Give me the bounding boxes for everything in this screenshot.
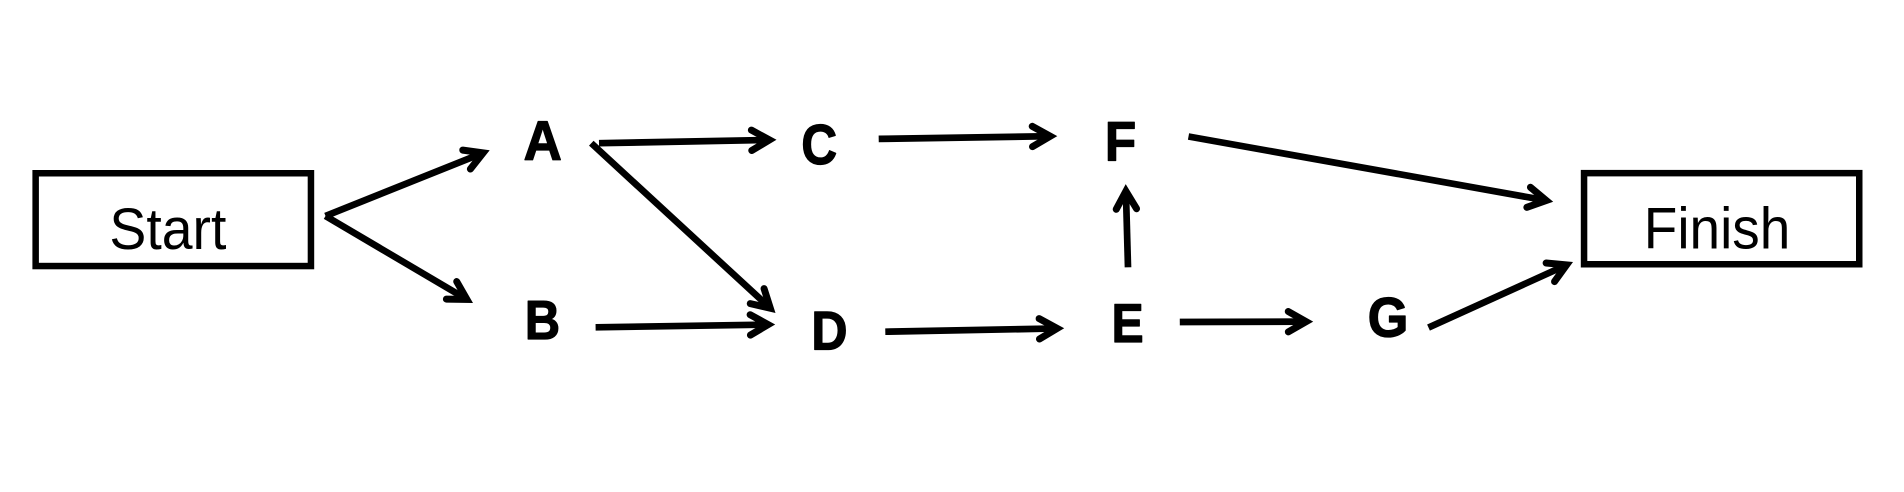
svg-text:A: A	[524, 109, 562, 172]
svg-text:Start: Start	[109, 197, 226, 262]
svg-text:E: E	[1112, 292, 1144, 354]
svg-text:Finish: Finish	[1644, 197, 1791, 262]
svg-text:F: F	[1105, 110, 1136, 172]
svg-text:G: G	[1368, 285, 1409, 348]
svg-text:D: D	[811, 299, 847, 361]
svg-text:B: B	[525, 289, 560, 351]
svg-text:C: C	[801, 113, 837, 176]
